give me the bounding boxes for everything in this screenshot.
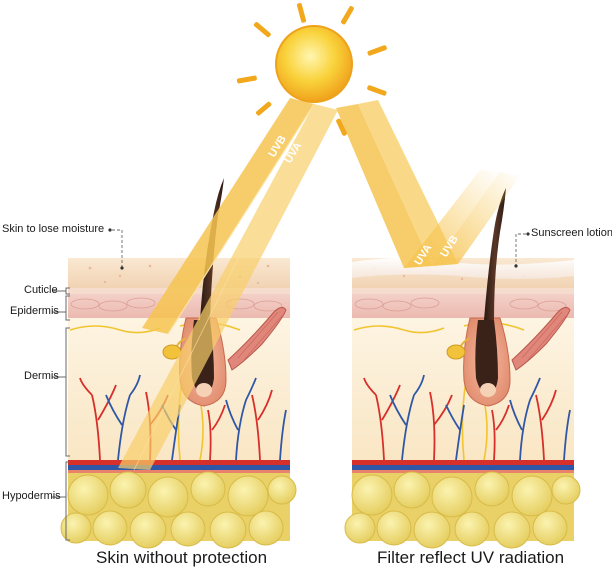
right-uvb-beam-in	[358, 100, 458, 266]
label-dermis: Dermis	[24, 370, 59, 382]
right-artery-band	[352, 460, 574, 465]
left-uvb-beam	[142, 98, 314, 334]
left-vein-band	[68, 465, 290, 470]
caption-right: Filter reflect UV radiation	[377, 548, 565, 567]
right-epidermis-cells	[354, 297, 567, 312]
left-epidermis-cells	[70, 297, 283, 312]
right-arteries	[363, 377, 557, 461]
sun	[236, 3, 387, 136]
left-fat-cells	[60, 471, 297, 549]
label-epidermis: Epidermis	[10, 305, 59, 317]
sun-disc	[275, 25, 353, 103]
right-epidermis-layer	[352, 294, 574, 322]
right-hair-shaft	[484, 188, 506, 320]
left-arrector-muscle	[227, 306, 287, 371]
right-uvb-beam-out	[432, 172, 520, 266]
right-uva-beam-out	[404, 170, 500, 268]
right-skin-panel	[344, 188, 581, 549]
left-artery-band	[68, 460, 290, 465]
right-arrector-muscle	[511, 306, 571, 371]
sun-rays	[236, 3, 387, 136]
caption-left: Skin without protection	[96, 548, 268, 567]
right-uv-beams	[336, 100, 520, 268]
label-hypodermis: Hypodermis	[2, 490, 61, 502]
right-hair-root	[475, 320, 498, 394]
layer-brackets	[52, 287, 70, 541]
label-cuticle: Cuticle	[24, 284, 58, 296]
right-cuticle-layer	[352, 288, 574, 294]
left-uva-beam	[118, 104, 338, 470]
label-skin-lose-moisture: Skin to lose moisture	[2, 223, 105, 235]
right-veins	[389, 374, 571, 461]
right-uva-beam-in	[336, 104, 432, 268]
left-sebaceous-gland	[162, 337, 187, 360]
annotation-leaders	[112, 229, 526, 268]
label-sunscreen-lotion: Sunscreen lotion	[531, 227, 612, 239]
right-fat-cells	[344, 471, 581, 549]
right-vein-band	[352, 465, 574, 470]
left-uv-beams	[118, 98, 338, 471]
right-sebaceous-gland	[446, 337, 471, 360]
